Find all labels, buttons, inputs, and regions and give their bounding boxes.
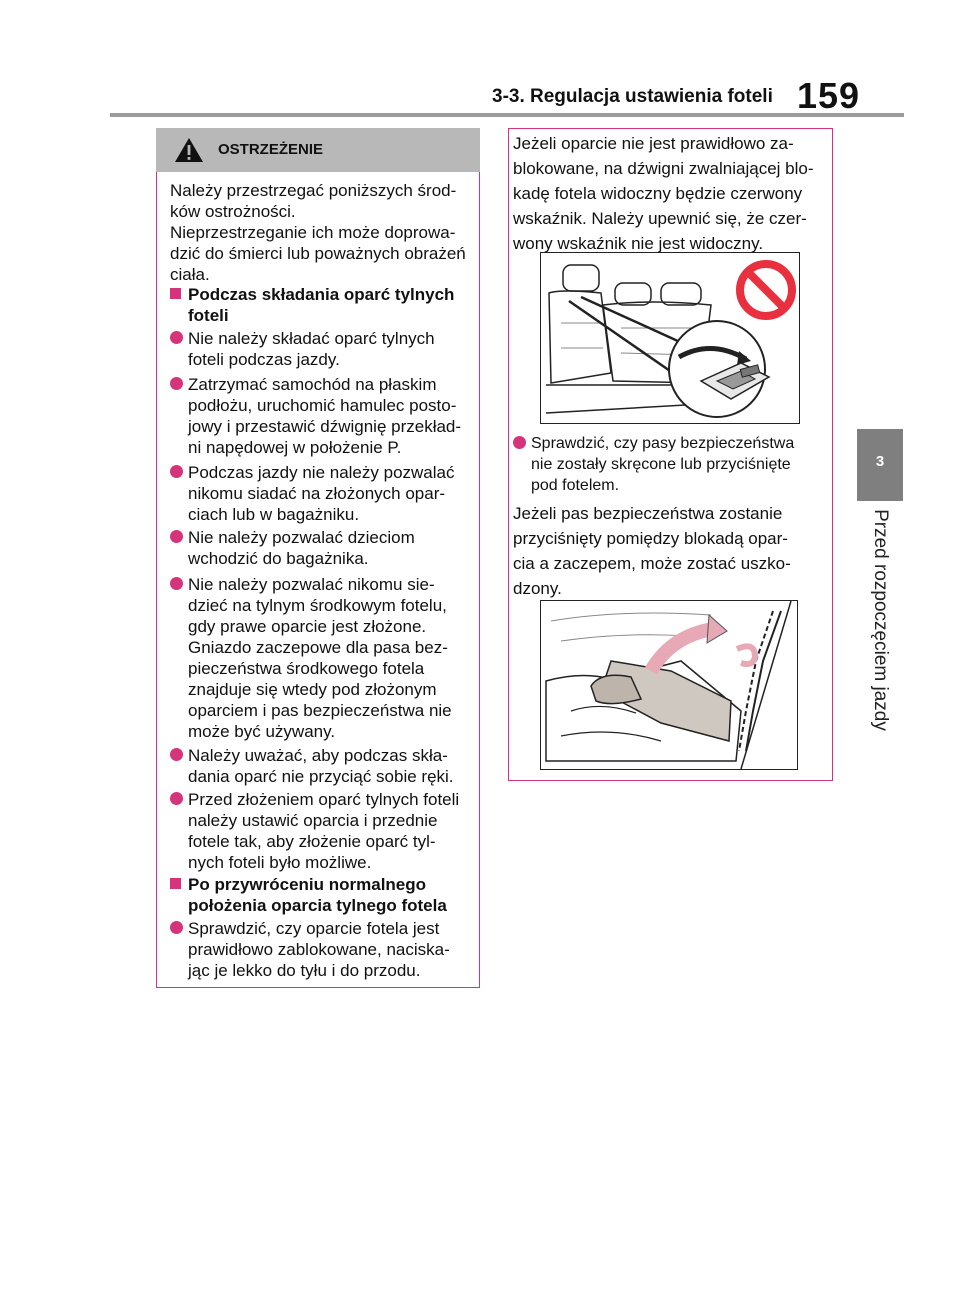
text-line: Zatrzymać samochód na płaskim [188, 375, 437, 394]
warning-continued-box [508, 128, 833, 781]
text-line: wchodzić do bagażnika. [188, 549, 369, 568]
chapter-label: Przed rozpoczęciem jazdy [870, 509, 891, 731]
text-line: nych foteli było możliwe. [188, 853, 372, 872]
text-line: znajduje się wtedy pod złożonym [188, 680, 437, 699]
text-line: cia a zaczepem, może zostać uszko- [513, 554, 791, 573]
text-line: jowy i przestawić dźwignię przekład- [188, 417, 462, 436]
warning-title: OSTRZEŻENIE [218, 141, 324, 158]
text-line: nikomu siadać na złożonych opar- [188, 484, 446, 503]
text-line: ciach lub w bagażniku. [188, 505, 360, 524]
text-line: Sprawdzić, czy oparcie fotela jest [188, 919, 440, 938]
text-line: wskaźnik. Należy upewnić się, że czer- [513, 209, 807, 228]
lock-indicator-paragraph: Jeżeli oparcie nie jest prawidłowo za- b… [513, 131, 831, 256]
text-line: Po przywróceniu normalnego [188, 875, 427, 894]
bullet-dot-icon [170, 377, 183, 390]
text-line: Sprawdzić, czy pasy bezpieczeństwa [531, 435, 795, 452]
text-line: Jeżeli pas bezpieczeństwa zostanie [513, 504, 783, 523]
text-line: ni napędowej w położenie P. [188, 438, 402, 457]
text-line: prawidłowo zablokowane, naciska- [188, 940, 450, 959]
text-line: Należy uważać, aby podczas skła- [188, 746, 448, 765]
text-line: ciała. [170, 265, 210, 284]
text-line: dzić do śmierci lub poważnych obrażeń [170, 244, 466, 263]
bullet-dot-icon [170, 331, 183, 344]
chapter-number: 3 [875, 453, 885, 470]
text-line: foteli podczas jazdy. [188, 350, 340, 369]
text-line: gdy prawe oparcie jest złożone. [188, 617, 427, 636]
text-line: foteli [188, 306, 229, 325]
text-line: dzony. [513, 579, 562, 598]
text-line: nie zostały skręcone lub przyciśnięte [531, 456, 791, 473]
bullet-dot-icon [170, 465, 183, 478]
text-line: ków ostrożności. [170, 202, 296, 221]
text-line: Nie należy składać oparć tylnych [188, 329, 435, 348]
text-line: położenia oparcia tylnego fotela [188, 896, 447, 915]
text-line: może być używany. [188, 722, 336, 741]
seatbelt-damage-paragraph: Jeżeli pas bezpieczeństwa zostanie przyc… [513, 501, 831, 601]
text-line: jąc je lekko do tyłu i do przodu. [188, 961, 421, 980]
text-line: przyciśnięty pomiędzy blokadą opar- [513, 529, 788, 548]
text-line: Nie należy pozwalać dzieciom [188, 528, 415, 547]
square-bullet-icon [170, 288, 181, 299]
page-number: 159 [797, 75, 861, 116]
text-line: dania oparć nie przyciąć sobie ręki. [188, 767, 454, 786]
bullet-dot-icon [170, 530, 183, 543]
seat-lock-drawing [545, 264, 771, 418]
warning-intro: Należy przestrzegać poniższych środ- ków… [170, 180, 472, 285]
text-line: Podczas składania oparć tylnych [188, 285, 455, 304]
text-line: należy ustawić oparcia i przednie [188, 811, 438, 830]
text-line: Gniazdo zaczepowe dla pasa bez- [188, 638, 448, 657]
text-line: Przed złożeniem oparć tylnych foteli [188, 790, 460, 809]
text-line: blokowane, na dźwigni zwalniającej blo- [513, 159, 814, 178]
text-line: wony wskaźnik nie jest widoczny. [513, 234, 764, 253]
section-title: 3-3. Regulacja ustawienia foteli [492, 86, 773, 107]
seat-lock-indicator-illustration [540, 252, 800, 424]
prohibition-icon [736, 260, 796, 320]
text-line: kadę fotela widoczny będzie czerwony [513, 184, 803, 203]
bullet-dot-icon [170, 921, 183, 934]
folding-seatback-illustration [540, 600, 798, 770]
text-line: oparciem i pas bezpieczeństwa nie [188, 701, 452, 720]
text-line: Podczas jazdy nie należy pozwalać [188, 463, 455, 482]
bullet-dot-icon [170, 748, 183, 761]
square-bullet-icon [170, 878, 181, 889]
header-rule [110, 113, 904, 117]
text-line: Należy przestrzegać poniższych środ- [170, 181, 457, 200]
text-line: Jeżeli oparcie nie jest prawidłowo za- [513, 134, 794, 153]
text-line: Nie należy pozwalać nikomu sie- [188, 575, 435, 594]
chapter-tab: 3 [857, 429, 903, 501]
text-line: Nieprzestrzeganie ich może doprowa- [170, 223, 456, 242]
warning-header: OSTRZEŻENIE [156, 128, 480, 172]
bullet-dot-icon [170, 577, 183, 590]
text-line: dzieć na tylnym środkowym fotelu, [188, 596, 447, 615]
warning-triangle-icon [175, 138, 203, 162]
text-line: podłożu, uruchomić hamulec posto- [188, 396, 457, 415]
text-line: fotele tak, aby złożenie oparć tyl- [188, 832, 436, 851]
folding-seatback-drawing [545, 601, 792, 769]
text-line: pieczeństwa środkowego fotela [188, 659, 425, 678]
text-line: pod fotelem. [531, 477, 620, 494]
bullet-dot-icon [170, 792, 183, 805]
bullet-dot-icon [513, 436, 526, 449]
